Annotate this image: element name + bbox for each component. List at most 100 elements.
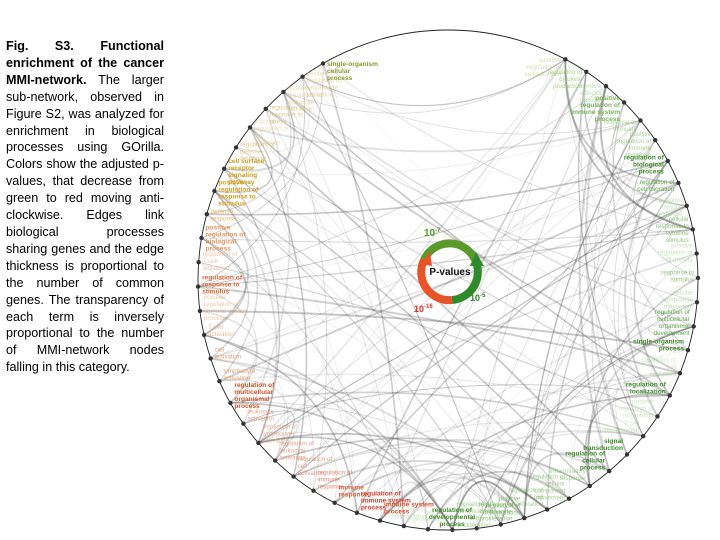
node-n51 xyxy=(247,125,253,130)
edge xyxy=(379,481,478,529)
edge xyxy=(249,127,548,510)
edge xyxy=(600,86,693,230)
edge xyxy=(403,482,502,527)
edge xyxy=(224,91,296,172)
node-n44 xyxy=(195,284,201,289)
node-n45 xyxy=(196,260,201,265)
node-n30 xyxy=(401,523,406,529)
edge xyxy=(302,76,502,525)
edge xyxy=(403,474,548,527)
edge xyxy=(523,160,669,519)
edge xyxy=(403,372,681,527)
edge xyxy=(451,480,526,531)
edge xyxy=(451,480,526,531)
edge xyxy=(476,326,694,529)
edge xyxy=(568,302,698,499)
edge xyxy=(243,384,670,425)
edge xyxy=(322,63,670,396)
edge xyxy=(594,102,628,455)
edge xyxy=(578,71,644,437)
edge xyxy=(587,325,694,487)
edge xyxy=(223,168,280,444)
edge xyxy=(379,481,429,530)
node-n36 xyxy=(273,458,278,463)
legend-arrow-left xyxy=(420,252,432,266)
node-n19 xyxy=(641,434,646,439)
node-n5 xyxy=(638,118,643,123)
edge xyxy=(201,63,324,239)
edge xyxy=(258,432,337,503)
node-n16 xyxy=(677,371,683,376)
edge xyxy=(198,228,693,288)
edge xyxy=(201,237,247,336)
node-n29 xyxy=(425,527,431,532)
node-n48 xyxy=(212,188,217,194)
edge xyxy=(258,205,687,444)
edge xyxy=(322,63,405,527)
edge xyxy=(206,91,292,215)
edge xyxy=(224,120,641,175)
node-n14 xyxy=(691,324,696,329)
edge xyxy=(611,102,687,207)
edge xyxy=(213,190,570,500)
edge xyxy=(313,460,548,511)
edge xyxy=(629,160,671,396)
edge xyxy=(213,190,278,444)
legend-left-value: 10-16 xyxy=(414,304,433,314)
node-n53 xyxy=(281,89,286,95)
edge xyxy=(230,402,454,531)
edge xyxy=(197,285,258,404)
edge xyxy=(258,252,697,444)
edge xyxy=(617,160,669,437)
edge xyxy=(578,85,611,472)
node-n33 xyxy=(332,500,337,505)
edge xyxy=(223,168,281,444)
node-n9 xyxy=(684,203,689,208)
edge xyxy=(302,58,566,107)
node-n4 xyxy=(621,100,627,105)
node-n31 xyxy=(377,518,383,523)
node-n28 xyxy=(450,527,455,533)
node-n52 xyxy=(263,106,268,112)
edge xyxy=(198,261,658,417)
edge xyxy=(379,71,587,521)
node-n41 xyxy=(208,356,213,361)
legend-arc-darkgreen xyxy=(451,260,482,304)
edge xyxy=(379,476,525,522)
edge xyxy=(451,85,607,531)
edge xyxy=(334,468,525,519)
edge xyxy=(584,393,670,487)
edge xyxy=(282,91,328,491)
node-n11 xyxy=(694,251,699,256)
edge xyxy=(587,277,699,486)
node-n50 xyxy=(233,145,239,150)
edge xyxy=(302,76,641,135)
edge xyxy=(497,478,525,525)
edge xyxy=(235,147,358,513)
edge xyxy=(201,237,405,527)
